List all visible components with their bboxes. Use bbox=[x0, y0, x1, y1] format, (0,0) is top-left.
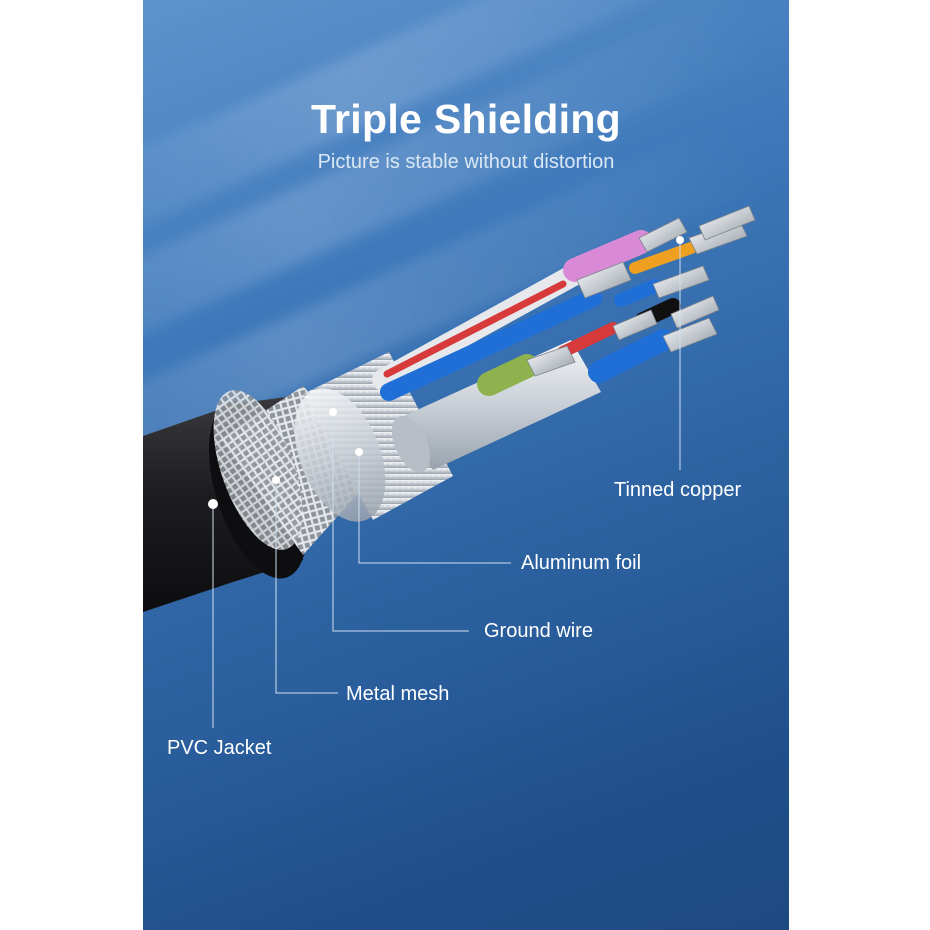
cable-cross-section-illustration bbox=[143, 205, 756, 728]
page-title: Triple Shielding bbox=[310, 96, 622, 142]
tinned-copper-dot bbox=[676, 236, 684, 244]
tinned-copper-strands bbox=[526, 205, 756, 377]
ground-wire-leader bbox=[332, 412, 469, 632]
colored-wires bbox=[372, 230, 697, 401]
ground-wire-label: Ground wire bbox=[484, 620, 593, 642]
pvc-jacket-dot bbox=[208, 499, 218, 509]
metal-mesh-label: Metal mesh bbox=[346, 683, 450, 705]
pvc-jacket-label: PVC Jacket bbox=[167, 737, 272, 759]
ground-wire-dot bbox=[329, 408, 337, 416]
tinned-copper-label: Tinned copper bbox=[614, 479, 742, 501]
callout-lines bbox=[212, 240, 681, 728]
callout-dots bbox=[208, 236, 684, 509]
inner-foil-pair bbox=[391, 340, 601, 473]
aluminum-foil-shape bbox=[294, 352, 453, 522]
metal-mesh-dot bbox=[272, 476, 280, 484]
aluminum-foil-label: Aluminum foil bbox=[521, 552, 642, 574]
metal-mesh-leader bbox=[275, 480, 338, 694]
aluminum-foil-dot bbox=[355, 448, 363, 456]
aluminum-foil-leader bbox=[358, 452, 511, 564]
page-subtitle: Picture is stable without distortion bbox=[317, 151, 615, 173]
cable-illustration-panel: Triple Shielding Picture is stable witho… bbox=[143, 0, 789, 930]
